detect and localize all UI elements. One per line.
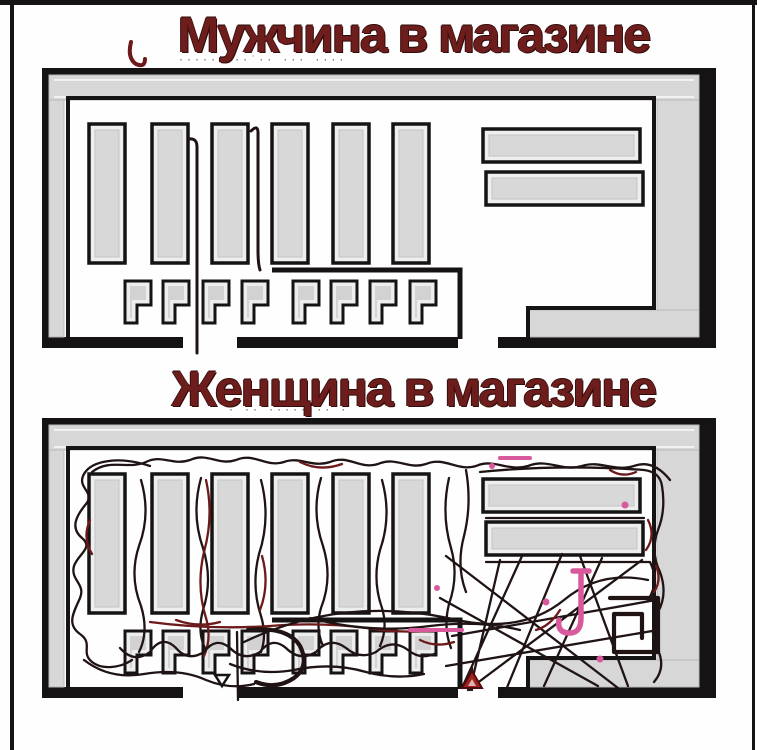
- man-path-out: [249, 126, 262, 272]
- woman-path-segment: [82, 630, 474, 702]
- frame-top-bar: [0, 0, 757, 5]
- entrance-triangle-marker: [212, 673, 232, 689]
- artifact-marks-top: ······ ··˙·· ··· ····: [178, 55, 347, 66]
- woman-path-segment-red: [418, 468, 660, 646]
- woman-path-segment: [245, 627, 306, 688]
- floor-plan-woman: [42, 418, 716, 702]
- woman-path-segment: [444, 468, 656, 650]
- woman-path: [71, 456, 672, 702]
- woman-path-segment: [242, 576, 650, 644]
- exit-red-triangle-inner: [468, 679, 476, 686]
- woman-path-segment: [90, 456, 672, 482]
- title-remnant-stroke: [127, 40, 147, 68]
- pink-node: [489, 463, 495, 469]
- title-man-in-store: Мужчина в магазине: [177, 7, 652, 63]
- pink-highlight-j-mark: [555, 568, 592, 636]
- pink-node: [621, 501, 629, 509]
- woman-path-segment: [71, 459, 152, 669]
- artifact-marks-middle: · ··˙········ ·: [228, 405, 349, 416]
- woman-path-segment: [478, 466, 665, 684]
- pink-node: [434, 585, 440, 591]
- frame-left-line: [10, 0, 14, 750]
- pink-highlight-segment: [408, 456, 532, 632]
- floor-plan-man: [42, 68, 716, 355]
- pink-node: [542, 598, 550, 606]
- store-structure-man: [42, 68, 716, 348]
- woman-path-segment: [133, 476, 388, 654]
- woman-path-segment-red: [148, 620, 440, 633]
- woman-path-segment: [118, 640, 436, 659]
- title-woman-in-store: Женщина в магазине: [171, 361, 658, 417]
- woman-path-segment-red: [85, 460, 344, 658]
- woman-path-spiral: [607, 595, 661, 655]
- man-path: [187, 126, 262, 355]
- frame-right-line: [752, 0, 755, 750]
- pink-node: [596, 655, 604, 663]
- man-path-in: [187, 137, 199, 355]
